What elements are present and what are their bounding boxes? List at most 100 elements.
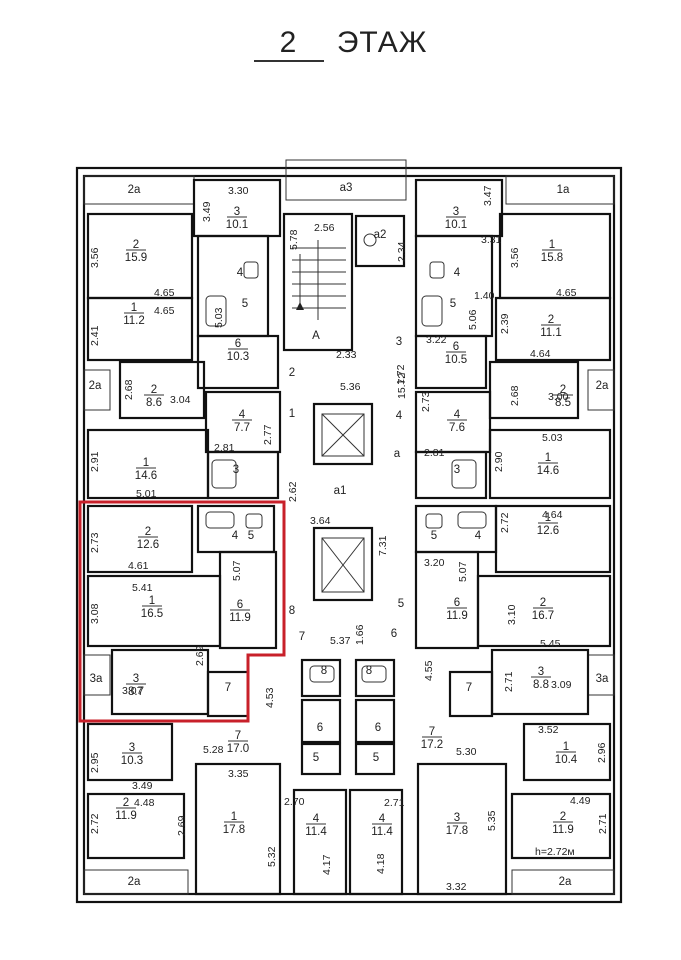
dimension-label: 3.32 [446, 881, 467, 893]
dimension-label: 15.72 [396, 373, 408, 399]
dimension-label: 2.73 [89, 532, 101, 553]
room-number: 3 [234, 206, 240, 218]
dimension-label: 1.66 [354, 624, 366, 645]
room-number: 3 [454, 464, 460, 476]
dimension-label: 5.06 [467, 309, 479, 330]
room-area: 11.9 [552, 824, 574, 836]
corridor-label: a2 [374, 229, 387, 241]
room-number: 1 [131, 302, 137, 314]
room-number: 3a [90, 673, 103, 685]
dimension-label: 4.18 [375, 853, 387, 874]
room-number: 2a [89, 380, 102, 392]
dimension-label: 1.72 [395, 364, 407, 385]
room-area: 7.7 [234, 422, 250, 434]
dimension-label: 4.55 [423, 660, 435, 681]
room-number: 4 [239, 409, 246, 421]
room-area: 10.3 [227, 351, 249, 363]
room-number: 3 [133, 673, 139, 685]
room-number: 6 [235, 338, 241, 350]
dimension-label: 3.00 [548, 391, 569, 403]
room-number: 4 [237, 267, 244, 279]
room-number: 5 [373, 752, 379, 764]
dimension-label: 3.04 [170, 394, 191, 406]
dimension-label: 4.53 [264, 687, 276, 708]
dimension-label: 3.56 [509, 247, 521, 268]
corridor-label: a3 [340, 182, 353, 194]
room-number: 1a [557, 184, 570, 196]
staircase [292, 240, 346, 320]
room-area: 11.9 [229, 612, 251, 624]
dimension-label: 5.28 [203, 744, 224, 756]
floor-number: 2 [253, 26, 324, 62]
room-number: 5 [450, 298, 456, 310]
dimension-label: 2.34 [396, 241, 408, 262]
dimension-label: 3.07 [122, 685, 143, 697]
dimension-label: 4.61 [128, 560, 149, 572]
room-number: 2 [145, 526, 151, 538]
room-number: 8 [321, 665, 327, 677]
room-number: 1 [549, 239, 555, 251]
ceiling-height-note: h=2.72м [535, 846, 575, 858]
dimension-label: 2.73 [420, 391, 432, 412]
room-number: 5 [248, 530, 254, 542]
dimension-label: 3.10 [506, 604, 518, 625]
axis-number: 6 [391, 628, 397, 640]
room-area: 8.8 [533, 679, 549, 691]
room-number: 7 [225, 682, 231, 694]
dimension-label: 5.45 [540, 638, 561, 650]
room-number: 4 [454, 409, 461, 421]
dimension-label: 5.07 [457, 561, 469, 582]
room-number: 3 [233, 464, 239, 476]
dimension-label: 3.35 [228, 768, 249, 780]
axis-number: 7 [299, 631, 305, 643]
room-area: 11.1 [540, 327, 562, 339]
dimension-label: 3.20 [424, 557, 445, 569]
plumbing-fixtures [205, 233, 487, 683]
dimension-label: 2.71 [503, 671, 515, 692]
floor-word: ЭТАЖ [336, 26, 428, 59]
corridor-label: a [394, 448, 401, 460]
dimension-label: 4.65 [556, 287, 577, 299]
room-number: 6 [237, 599, 243, 611]
dimension-label: 2.71 [597, 813, 609, 834]
room-number: 2a [128, 876, 141, 888]
room-area: 7.6 [449, 422, 465, 434]
room-area: 10.1 [226, 219, 248, 231]
dimension-label: 2.95 [89, 752, 101, 773]
room-number: 1 [545, 512, 551, 524]
dimension-label: 5.07 [231, 560, 243, 581]
floor-title: 2 ЭТАЖ [0, 26, 681, 62]
stair-label: A [312, 330, 320, 342]
axis-number: 8 [289, 605, 295, 617]
room-area: 8.5 [555, 397, 571, 409]
room-area: 11.9 [115, 810, 137, 822]
dimension-label: 3.49 [132, 780, 153, 792]
dimension-label: 2.72 [499, 512, 511, 533]
room-number: 7 [235, 730, 241, 742]
room-number: 6 [453, 341, 459, 353]
dimension-label: 3.49 [201, 201, 213, 222]
room-number: 3 [129, 742, 135, 754]
dimension-label: 1.40 [474, 290, 495, 302]
dimension-label: 7.31 [377, 535, 389, 556]
room-number: 2 [548, 314, 554, 326]
dimension-label: 2.71 [384, 797, 405, 809]
room-area: 11.2 [123, 315, 145, 327]
room-area: 17.8 [446, 825, 468, 837]
room-number: 1 [545, 452, 551, 464]
dimension-label: 2.62 [287, 481, 299, 502]
room-number: 4 [475, 530, 482, 542]
room-number: 4 [232, 530, 239, 542]
room-number: 5 [242, 298, 248, 310]
room-area: 14.6 [135, 470, 157, 482]
room-number: 8 [366, 665, 372, 677]
room-number: 2 [123, 797, 129, 809]
dimension-label: 5.01 [136, 488, 157, 500]
dimension-label: 5.37 [330, 635, 351, 647]
room-number: 5 [313, 752, 319, 764]
dimension-label: 2.69 [194, 645, 206, 666]
dimension-label: 2.72 [89, 813, 101, 834]
dimension-label: 3.64 [310, 515, 331, 527]
room-number: 7 [466, 682, 472, 694]
dimension-label: 3.09 [551, 679, 572, 691]
